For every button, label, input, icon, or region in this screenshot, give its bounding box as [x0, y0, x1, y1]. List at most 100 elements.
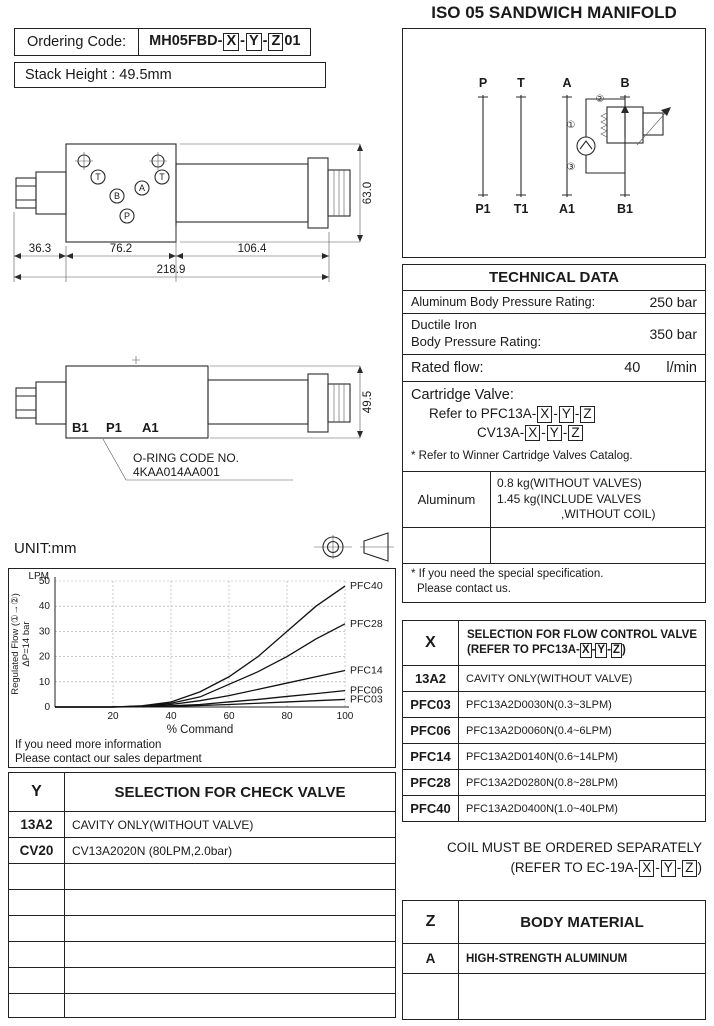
schematic-port-b1: B1 [617, 202, 633, 216]
mark-1: ① [567, 120, 576, 131]
code-separator: - [240, 33, 245, 49]
coil-note-line1: COIL MUST BE ORDERED SEPARATELY [446, 840, 702, 855]
mounting-hole-icon [75, 152, 93, 170]
svg-text:B: B [114, 191, 120, 201]
pressure-aluminum-label: Aluminum Body Pressure Rating: [411, 295, 596, 309]
schematic-port-t1: T1 [514, 202, 529, 216]
rated-flow-value: 40 [624, 359, 641, 376]
coil-note: COIL MUST BE ORDERED SEPARATELY (REFER T… [402, 838, 706, 879]
cartridge-line2: CV13A-X-Y-Z [411, 424, 697, 442]
row-code: CV20 [9, 838, 65, 863]
code-z: Z [580, 406, 595, 424]
projection-symbols [314, 532, 394, 562]
unit-label: UNIT:mm [14, 540, 77, 557]
table-row-empty [9, 941, 395, 967]
oring-note-line1: O-RING CODE NO. [133, 451, 239, 465]
chart-note-line1: If you need more information [15, 739, 162, 751]
table-row: 13A2 CAVITY ONLY(WITHOUT VALVE) [9, 811, 395, 837]
row-desc: PFC13A2D0400N(1.0~40LPM) [466, 802, 618, 815]
body-material-header-row: Z BODY MATERIAL [403, 901, 705, 943]
pressure-aluminum-value: 250 bar [649, 294, 697, 310]
check-valve-key: Y [9, 773, 65, 811]
side-port-p1: P1 [106, 420, 122, 435]
svg-text:% Command: % Command [167, 724, 233, 736]
weight-row-empty [403, 528, 705, 565]
weight-values: 0.8 kg(WITHOUT VALVES) 1.45 kg(INCLUDE V… [491, 472, 705, 527]
ordering-code-suffix: 01 [284, 33, 301, 49]
svg-text:30: 30 [39, 626, 51, 637]
svg-text:PFC14: PFC14 [350, 664, 383, 676]
cartridge-title: Cartridge Valve: [411, 386, 514, 403]
weight-line1: 0.8 kg(WITHOUT VALVES) [497, 476, 642, 491]
code-y: Y [595, 642, 608, 658]
body-material-key: Z [403, 901, 459, 943]
port-t2-symbol: T [154, 169, 170, 185]
port-b-symbol: B [109, 188, 125, 204]
dim-36-3: 36.3 [29, 243, 51, 255]
svg-text:T: T [95, 172, 101, 182]
schematic-port-p: P [479, 76, 487, 90]
flow-header-suffix: ) [621, 643, 626, 656]
row-code: 13A2 [9, 812, 65, 837]
top-view-drawing: T T B A P 36.3 76.2 106.4 218.9 63.0 [13, 143, 374, 282]
chart-note: If you need more information Please cont… [9, 739, 395, 767]
side-view-drawing: B1 P1 A1 49.5 O-RING CODE NO. 4KAA014AA0… [15, 356, 374, 481]
table-row: PFC03 PFC13A2D0030N(0.3~3LPM) [403, 691, 705, 717]
cartridge-line1-prefix: Refer to PFC13A- [429, 406, 537, 422]
flow-table-header-row: X SELECTION FOR FLOW CONTROL VALVE (REFE… [403, 621, 705, 665]
row-desc: PFC13A2D0280N(0.8~28LPM) [466, 776, 618, 789]
mark-2: ② [596, 94, 605, 105]
pressure-ductile-label-line1: Ductile Iron [411, 317, 477, 332]
svg-text:ΔP=14 bar: ΔP=14 bar [21, 621, 32, 666]
table-row-empty [9, 863, 395, 889]
weight-material: Aluminum [403, 472, 491, 528]
body-material-table: Z BODY MATERIAL A HIGH-STRENGTH ALUMINUM [402, 900, 706, 1020]
ordering-code-z: Z [268, 33, 284, 51]
code-y: Y [546, 424, 562, 442]
special-note-line2: Please contact us. [417, 583, 511, 596]
row-code: PFC03 [403, 692, 459, 717]
svg-text:20: 20 [107, 711, 119, 722]
svg-text:60: 60 [223, 711, 235, 722]
table-row-empty [9, 993, 395, 1017]
code-z: Z [682, 860, 697, 878]
row-code: PFC28 [403, 770, 459, 795]
svg-text:P: P [124, 211, 130, 221]
code-separator: - [655, 860, 660, 876]
table-row: A HIGH-STRENGTH ALUMINUM [403, 943, 705, 973]
schematic-port-b: B [620, 76, 629, 90]
special-note-line1: * If you need the special specification. [411, 568, 604, 581]
svg-text:0: 0 [44, 702, 50, 713]
row-desc: PFC13A2D0060N(0.4~6LPM) [466, 724, 612, 737]
svg-text:100: 100 [337, 711, 354, 722]
row-desc: CV13A2020N (80LPM,2.0bar) [72, 843, 233, 858]
svg-text:T: T [159, 172, 165, 182]
table-row-empty [9, 915, 395, 941]
row-code: PFC06 [403, 718, 459, 743]
schematic-port-t: T [517, 76, 525, 90]
flow-table-header-line2: (REFER TO PFC13A-X-Y-Z) [467, 642, 626, 658]
pressure-rating-aluminum-row: Aluminum Body Pressure Rating: 250 bar [403, 291, 705, 314]
page-title: ISO 05 SANDWICH MANIFOLD [431, 3, 677, 22]
rated-flow-label: Rated flow: [411, 359, 484, 376]
dim-49-5: 49.5 [362, 391, 374, 413]
code-z: Z [568, 424, 583, 442]
coil-note-prefix: (REFER TO EC-19A- [510, 860, 639, 876]
code-separator: - [541, 424, 546, 440]
ordering-code-x: X [223, 33, 240, 51]
svg-text:50: 50 [39, 576, 51, 587]
svg-text:LPM: LPM [28, 571, 49, 582]
hydraulic-schematic: P T A B P1 T1 A1 B1 [475, 76, 671, 216]
table-row: PFC14 PFC13A2D0140N(0.6~14LPM) [403, 743, 705, 769]
dim-76-2: 76.2 [110, 243, 132, 255]
row-desc: CAVITY ONLY(WITHOUT VALVE) [72, 817, 254, 832]
flow-table-header: SELECTION FOR FLOW CONTROL VALVE (REFER … [459, 621, 705, 665]
code-separator: - [676, 860, 682, 876]
svg-text:A: A [139, 183, 145, 193]
svg-text:20: 20 [39, 652, 51, 663]
